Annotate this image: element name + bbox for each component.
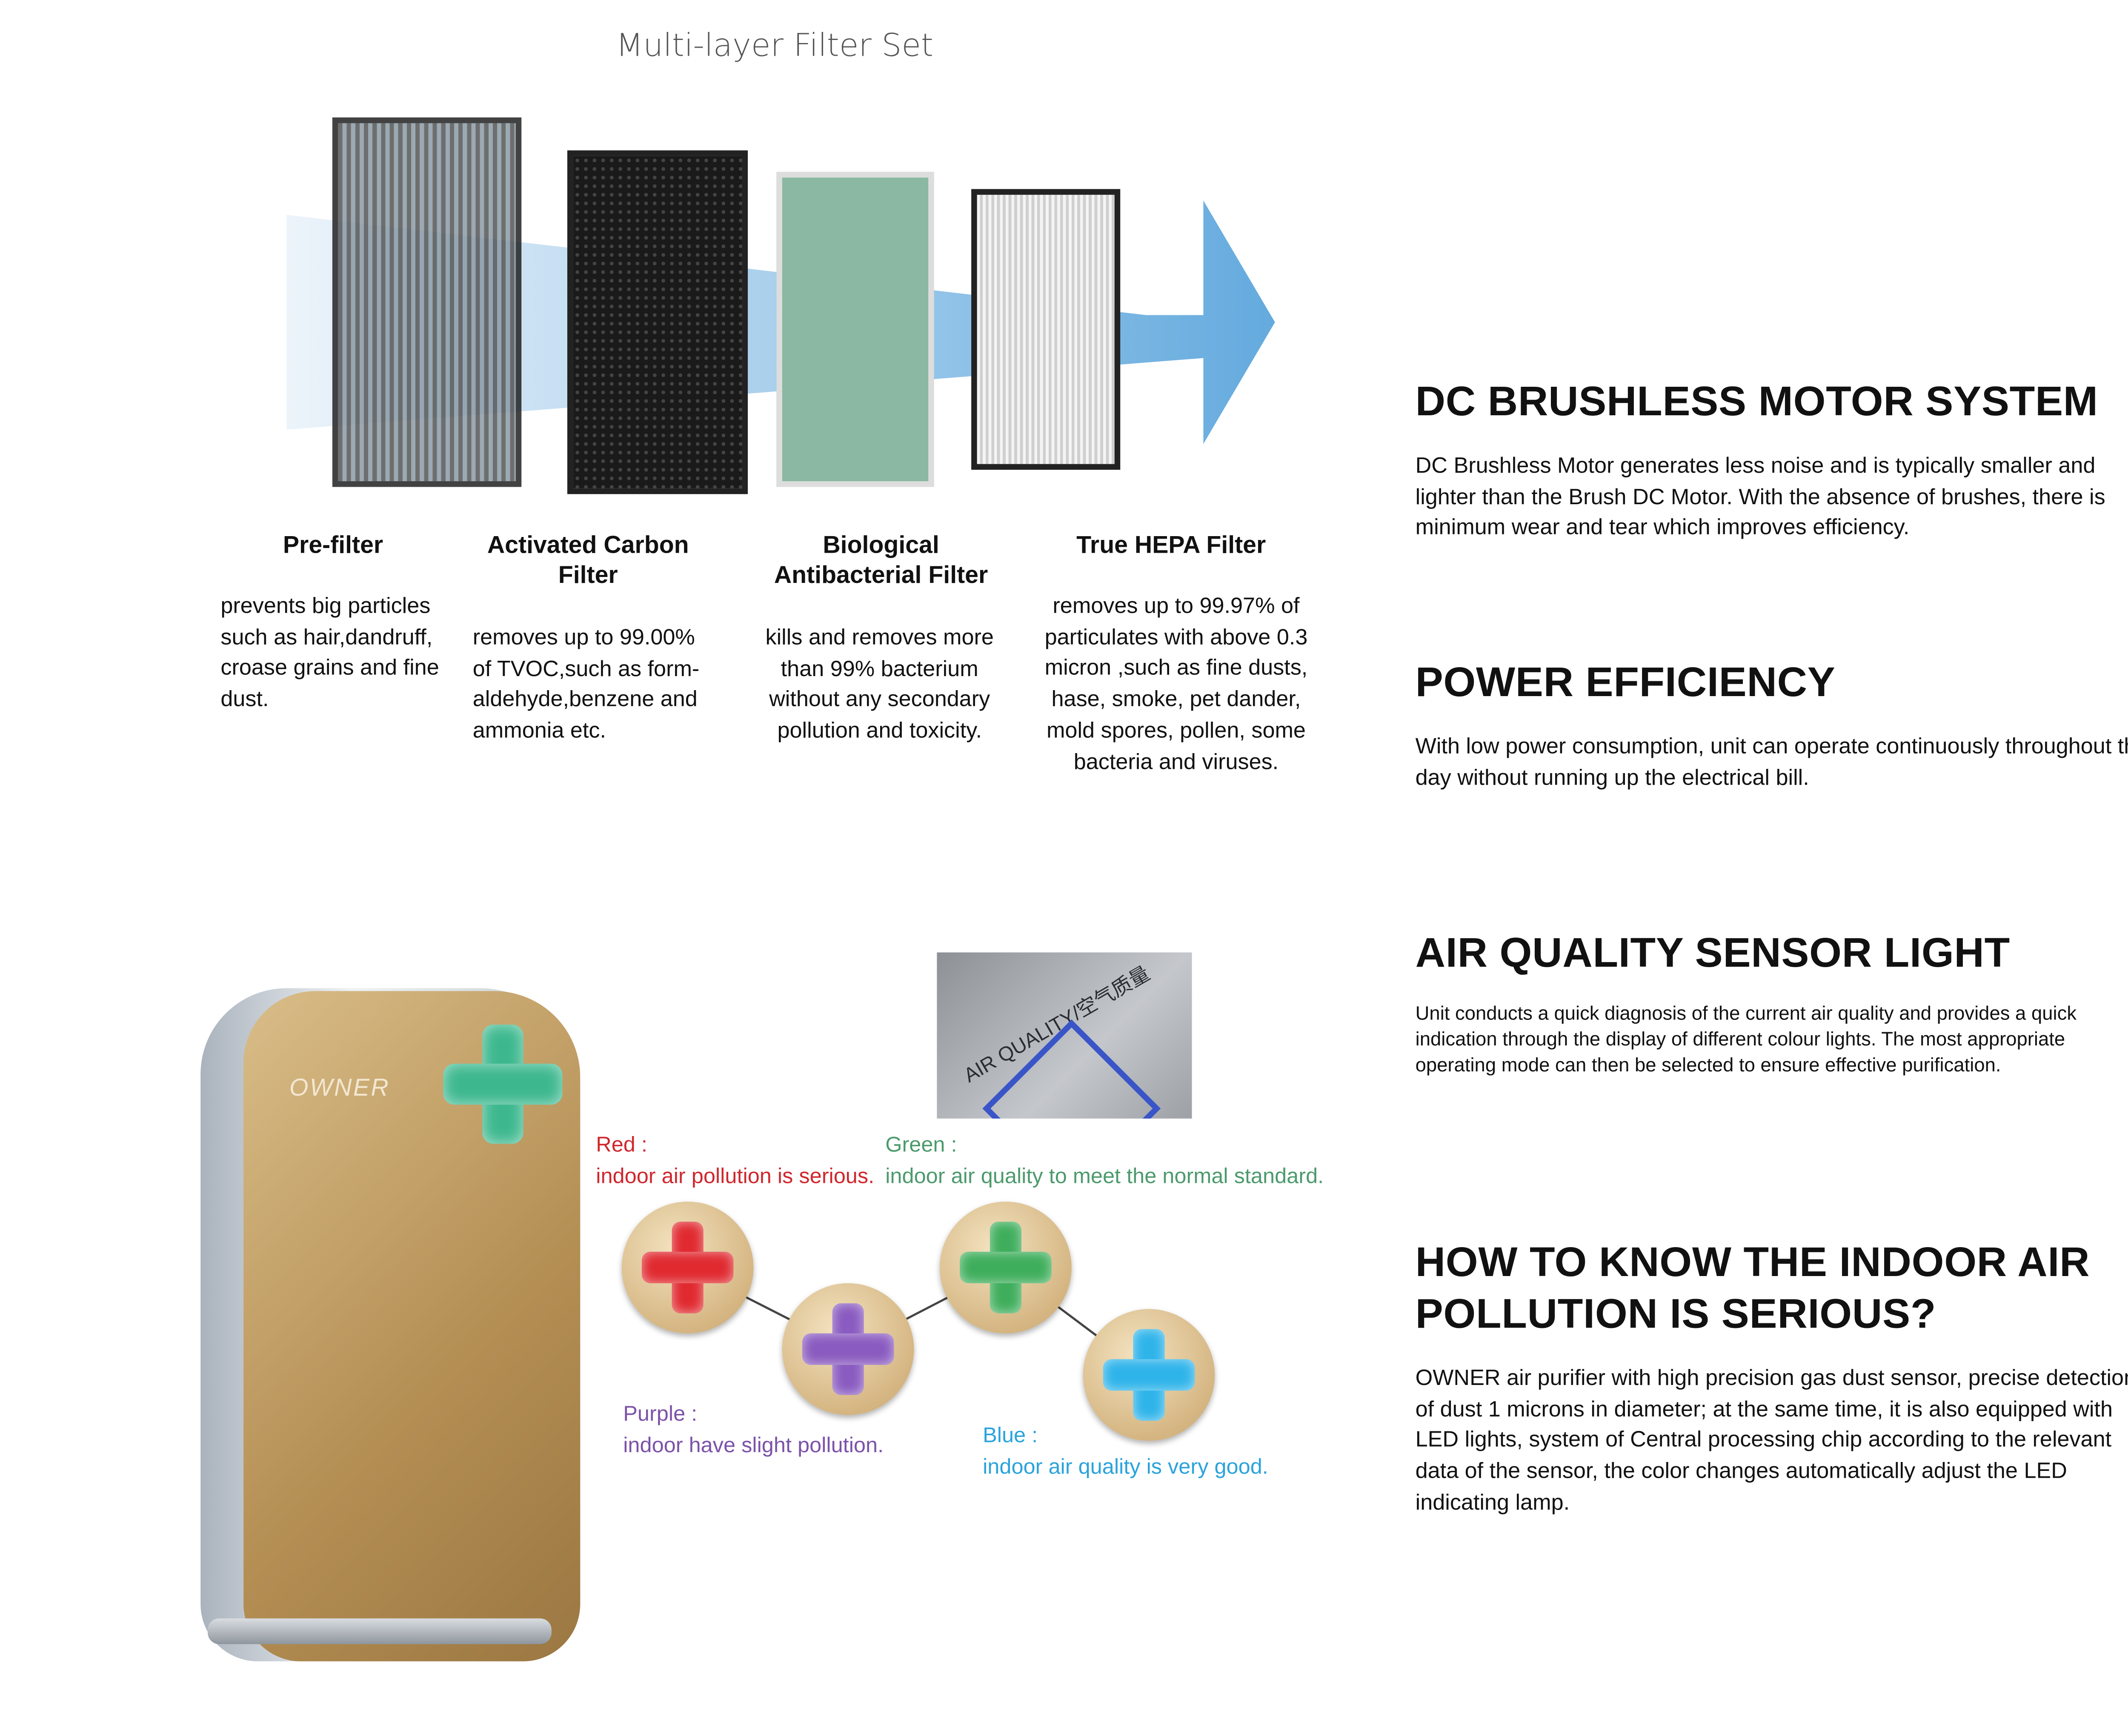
- filter-desc-pre: prevents big particles such as hair,dand…: [220, 594, 439, 712]
- indicator-red-meaning: indoor air pollution is serious.: [596, 1164, 875, 1189]
- red-cross-light-icon: [621, 1202, 754, 1333]
- antibacterial-filter-image: [776, 171, 934, 487]
- filter-title-antibacterial: Biological Antibacterial Filter: [774, 531, 988, 589]
- section-title-sensor: AIR QUALITY SENSOR LIGHT: [1415, 931, 2010, 977]
- pre-filter-image: [332, 117, 522, 487]
- indicator-blue-name: Blue :: [983, 1423, 1038, 1448]
- hepa-filter-image: [971, 189, 1121, 470]
- carbon-filter-image: [567, 150, 748, 494]
- filter-illustration: [286, 100, 1289, 516]
- filter-desc-hepa: removes up to 99.97% of particulates wit…: [1044, 594, 1308, 774]
- brand-logo: OWNER: [289, 1074, 390, 1102]
- section-title-power: POWER EFFICIENCY: [1415, 660, 1836, 706]
- filter-title-hepa: True HEPA Filter: [1076, 531, 1266, 559]
- air-purifier-image: OWNER: [143, 974, 602, 1719]
- filter-title-pre: Pre-filter: [283, 531, 383, 559]
- section-body-motor: DC Brushless Motor generates less noise …: [1415, 454, 2105, 541]
- indicator-green-meaning: indoor air quality to meet the normal st…: [885, 1164, 1324, 1189]
- filter-title-carbon: Activated Carbon Filter: [487, 531, 689, 589]
- indicator-blue-meaning: indoor air quality is very good.: [983, 1455, 1268, 1480]
- indicator-purple: Purple : indoor have slight pollution.: [623, 1399, 884, 1462]
- section-body-power: With low power consumption, unit can ope…: [1415, 734, 2128, 791]
- sensor-cross-icon: [437, 1010, 569, 1159]
- indicator-purple-meaning: indoor have slight pollution.: [623, 1433, 884, 1458]
- section-title-motor: DC BRUSHLESS MOTOR SYSTEM: [1415, 379, 2098, 425]
- blue-cross-light-icon: [1083, 1309, 1215, 1441]
- filter-desc-antibacterial: kills and removes more than 99% bacteriu…: [765, 625, 994, 744]
- indicator-green-name: Green :: [885, 1133, 957, 1157]
- filter-set-title: Multi-layer Filter Set: [616, 29, 934, 65]
- sensor-panel-photo: AIR QUALITY/空气质量: [937, 952, 1192, 1119]
- indicator-red: Red : indoor air pollution is serious.: [596, 1130, 874, 1193]
- indicator-green: Green : indoor air quality to meet the n…: [885, 1130, 1324, 1193]
- purple-cross-light-icon: [782, 1283, 914, 1415]
- section-body-sensor: Unit conducts a quick diagnosis of the c…: [1415, 1002, 2077, 1076]
- indicator-red-name: Red :: [596, 1133, 647, 1157]
- green-cross-light-icon: [940, 1202, 1072, 1333]
- section-title-pollution: HOW TO KNOW THE INDOOR AIR POLLUTION IS …: [1415, 1240, 2090, 1338]
- filter-desc-carbon: removes up to 99.00% of TVOC,such as for…: [472, 625, 700, 744]
- section-body-pollution: OWNER air purifier with high precision g…: [1415, 1366, 2128, 1515]
- indicator-purple-name: Purple :: [623, 1402, 698, 1427]
- indicator-blue: Blue : indoor air quality is very good.: [983, 1421, 1268, 1484]
